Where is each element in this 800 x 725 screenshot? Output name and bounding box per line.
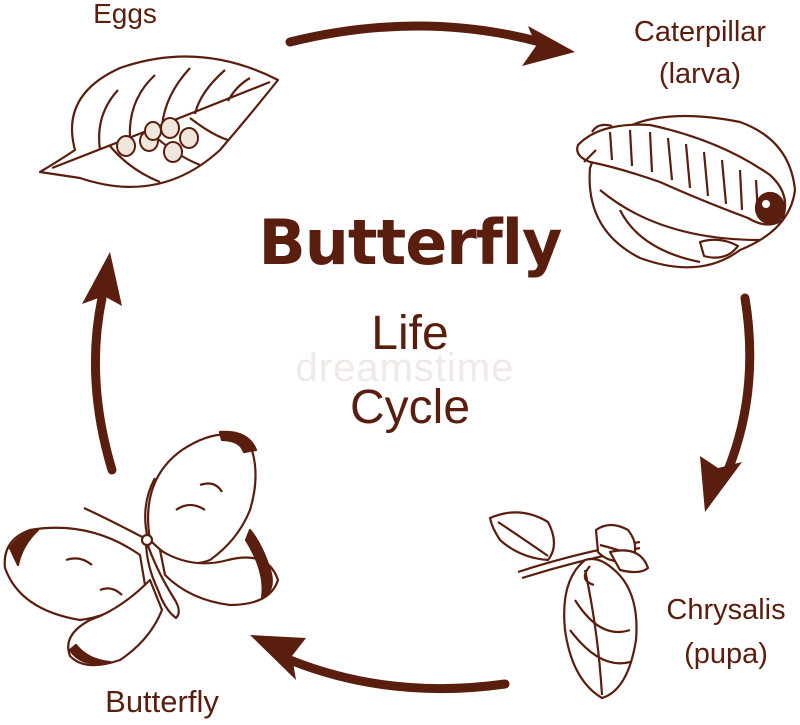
arrow-eggs-to-caterpillar: [285, 21, 575, 66]
butterfly-illustration: [3, 430, 280, 667]
diagram-subtitle-cycle: Cycle: [349, 381, 471, 434]
arrow-butterfly-to-eggs: [82, 252, 122, 475]
arrow-caterpillar-to-chrysalis: [700, 293, 755, 512]
chrysalis-illustration: [488, 511, 650, 700]
watermark-text: dreamstime: [295, 346, 515, 390]
caterpillar-illustration: [576, 114, 797, 269]
label-eggs: Eggs: [93, 0, 157, 29]
label-chrysalis: Chrysalis: [666, 594, 786, 626]
diagram-title: Butterfly: [258, 206, 563, 279]
label-butterfly: Butterfly: [105, 684, 219, 719]
leaf-with-eggs-illustration: [38, 55, 280, 188]
label-caterpillar-larva: (larva): [658, 58, 742, 90]
label-chrysalis-pupa: (pupa): [684, 638, 768, 670]
arrow-chrysalis-to-butterfly: [250, 635, 510, 694]
label-caterpillar: Caterpillar: [633, 16, 767, 48]
diagram-subtitle-life: Life: [371, 307, 449, 360]
